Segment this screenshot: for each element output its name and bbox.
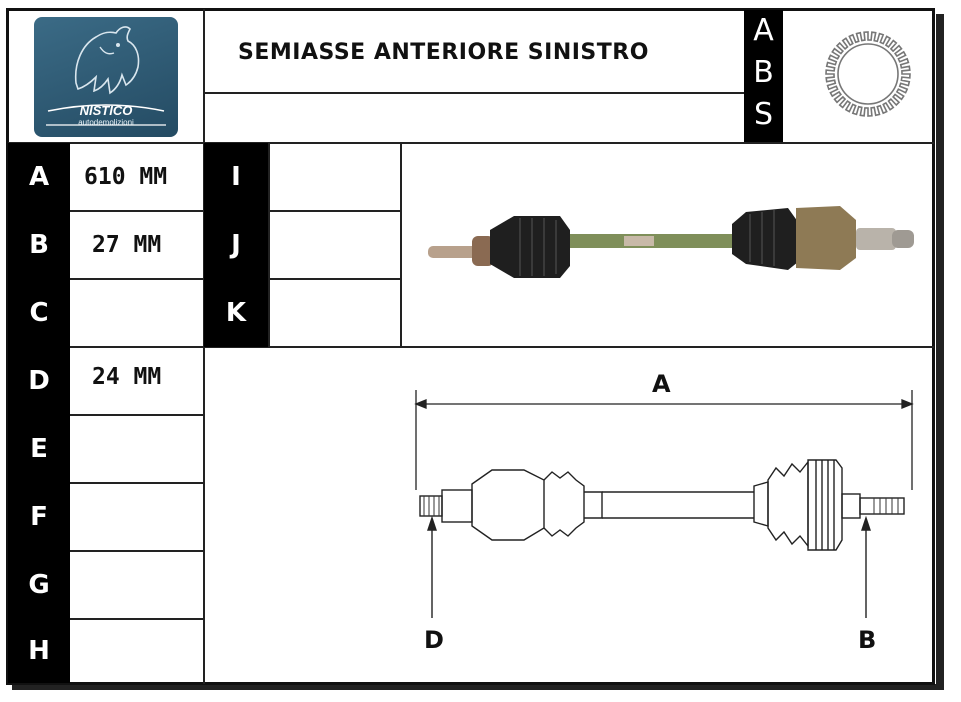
sheet-shadow-bottom — [12, 684, 944, 690]
abs-ring-icon — [825, 31, 911, 117]
label-c: C — [8, 279, 70, 347]
abs-letter-a: A — [753, 13, 774, 48]
grid-line — [70, 278, 204, 280]
cv-boot-left — [490, 216, 570, 278]
shaft-sticker — [624, 236, 654, 246]
spline-hatching — [423, 496, 899, 516]
label-j: J — [204, 211, 268, 279]
label-a: A — [8, 143, 70, 211]
abs-ring-teeth — [825, 31, 911, 117]
grid-line — [70, 346, 204, 348]
arrow-d — [427, 515, 437, 618]
grid-line — [203, 9, 205, 143]
boot-folds-right — [749, 210, 775, 266]
grid-line — [70, 482, 204, 484]
grid-line — [70, 210, 204, 212]
label-d: D — [8, 347, 70, 415]
grid-line — [203, 143, 205, 684]
grid-line — [8, 142, 934, 144]
label-i: I — [204, 143, 268, 211]
abs-letter-b: B — [753, 55, 774, 90]
logo-tagline: autodemolizioni — [78, 118, 134, 127]
value-b: 27 MM — [92, 232, 162, 258]
label-k: K — [204, 279, 268, 347]
abs-letter-s: S — [753, 97, 774, 132]
company-logo: NISTICO autodemolizioni — [34, 17, 178, 137]
value-d: 24 MM — [92, 364, 162, 390]
dimension-line-a — [414, 390, 914, 490]
sheet-shadow-right — [936, 14, 944, 690]
grid-line — [203, 92, 744, 94]
part-title: SEMIASSE ANTERIORE SINISTRO — [238, 40, 649, 65]
wolf-emblem-icon — [74, 26, 140, 95]
grid-line — [70, 618, 204, 620]
label-g: G — [8, 551, 70, 619]
dimension-label-a: A — [652, 370, 671, 398]
shaft-outline — [419, 459, 905, 551]
abs-letters: A B S — [744, 10, 783, 142]
label-f: F — [8, 483, 70, 551]
drive-shaft-photo — [428, 206, 914, 278]
grid-line — [70, 414, 204, 416]
dimension-label-d: D — [424, 626, 444, 654]
label-h: H — [8, 619, 70, 683]
grid-line — [70, 550, 204, 552]
boot-folds-left — [519, 218, 557, 276]
grid-line — [268, 143, 270, 348]
grid-line — [268, 210, 401, 212]
label-b: B — [8, 211, 70, 279]
grid-line — [268, 278, 401, 280]
arrow-b — [861, 515, 871, 618]
technical-drawing — [414, 390, 914, 618]
shaft-stub-right — [856, 228, 896, 250]
spline-right — [892, 230, 914, 248]
logo-brand: NISTICO — [79, 103, 133, 118]
logo-swoosh — [46, 104, 166, 126]
grid-line — [400, 143, 402, 348]
label-e: E — [8, 415, 70, 483]
grid-line — [203, 346, 934, 348]
value-a: 610 MM — [84, 164, 168, 190]
cv-joint-left — [472, 236, 494, 266]
dimension-label-b: B — [858, 626, 877, 654]
cv-boot-right — [732, 208, 798, 270]
shaft-bar — [570, 234, 740, 248]
cv-joint-right — [796, 206, 856, 270]
